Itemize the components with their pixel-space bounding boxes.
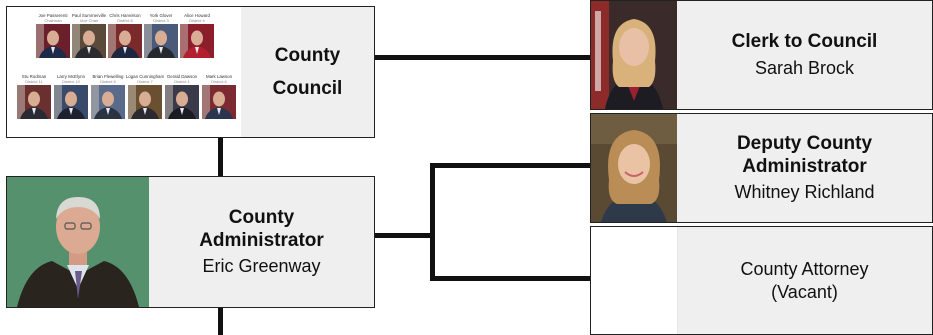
council-title-line2: Council xyxy=(272,78,343,99)
council-member-name: Joe Passerenti xyxy=(38,13,68,18)
council-member-name: York Glover xyxy=(149,13,173,18)
county-administrator-box[interactable]: County Administrator Eric Greenway xyxy=(6,176,375,308)
deputy-administrator-box[interactable]: Deputy County Administrator Whitney Rich… xyxy=(590,113,933,223)
connector-branch-vertical xyxy=(430,163,435,281)
administrator-label: County Administrator Eric Greenway xyxy=(149,177,374,307)
administrator-photo xyxy=(7,177,149,307)
connector-branch-deputy xyxy=(430,163,592,168)
council-member-photo xyxy=(180,24,214,58)
council-member-name: Stu Rodman xyxy=(21,74,47,79)
deputy-name: Whitney Richland xyxy=(734,182,875,203)
council-member-name: Chris Harvelson xyxy=(109,13,141,18)
council-member-name: Mark Lawson xyxy=(205,74,233,79)
clerk-name: Sarah Brock xyxy=(754,57,855,78)
attorney-label: County Attorney (Vacant) xyxy=(677,227,932,334)
connector-admin-branch xyxy=(374,233,432,238)
clerk-photo xyxy=(591,1,677,109)
council-member-photo xyxy=(91,85,125,119)
deputy-label: Deputy County Administrator Whitney Rich… xyxy=(677,114,932,222)
administrator-name: Eric Greenway xyxy=(202,256,321,277)
attorney-photo-placeholder xyxy=(591,227,678,334)
council-member-photo xyxy=(17,85,51,119)
connector-council-admin xyxy=(218,136,223,178)
council-member-role: District 5 xyxy=(100,79,116,84)
council-member-role: District 6 xyxy=(211,79,227,84)
attorney-title: County Attorney xyxy=(740,259,869,279)
council-member-photo xyxy=(128,85,162,119)
council-member-name: Brian Flewelling xyxy=(92,74,124,79)
council-member-photo xyxy=(144,24,178,58)
council-member-photo xyxy=(202,85,236,119)
council-member-role: District 10 xyxy=(62,79,80,84)
council-member-role: District 7 xyxy=(137,79,153,84)
administrator-title-line1: County xyxy=(228,206,295,228)
deputy-title-line2: Administrator xyxy=(742,156,867,178)
council-member-name: Paul Summerville xyxy=(71,13,107,18)
council-member-role: Chairman xyxy=(44,18,62,23)
council-member-role: Vice Chair xyxy=(79,18,99,23)
council-member-photo xyxy=(36,24,70,58)
connector-branch-attorney xyxy=(430,276,592,281)
council-member-photo xyxy=(72,24,106,58)
clerk-to-council-box[interactable]: Clerk to Council Sarah Brock xyxy=(590,0,933,110)
council-member-name: Alice Howard xyxy=(184,13,210,18)
deputy-photo xyxy=(591,114,677,222)
council-member-role: District 11 xyxy=(25,79,43,84)
connector-admin-down xyxy=(218,305,223,335)
council-member-photo xyxy=(165,85,199,119)
administrator-title-line2: Administrator xyxy=(199,230,324,252)
council-member-name: Larry McElynn xyxy=(56,74,86,79)
clerk-label: Clerk to Council Sarah Brock xyxy=(677,1,932,109)
council-member-photo xyxy=(54,85,88,119)
council-member-name: Gerald Dawson xyxy=(166,74,198,79)
council-title-line1: County xyxy=(274,44,341,66)
council-member-role: District 4 xyxy=(189,18,205,23)
connector-council-clerk xyxy=(374,55,592,60)
county-attorney-box[interactable]: County Attorney (Vacant) xyxy=(590,226,933,335)
county-council-label: County Council xyxy=(241,7,374,137)
council-member-name: Logan Cunningham xyxy=(125,74,165,79)
council-member-photo xyxy=(108,24,142,58)
attorney-status: (Vacant) xyxy=(771,281,838,302)
clerk-title: Clerk to Council xyxy=(731,31,878,53)
council-member-role: District 3 xyxy=(153,18,169,23)
deputy-title-line1: Deputy County xyxy=(736,132,873,154)
council-member-role: District 8 xyxy=(117,18,133,23)
council-member-role: District 1 xyxy=(174,79,190,84)
